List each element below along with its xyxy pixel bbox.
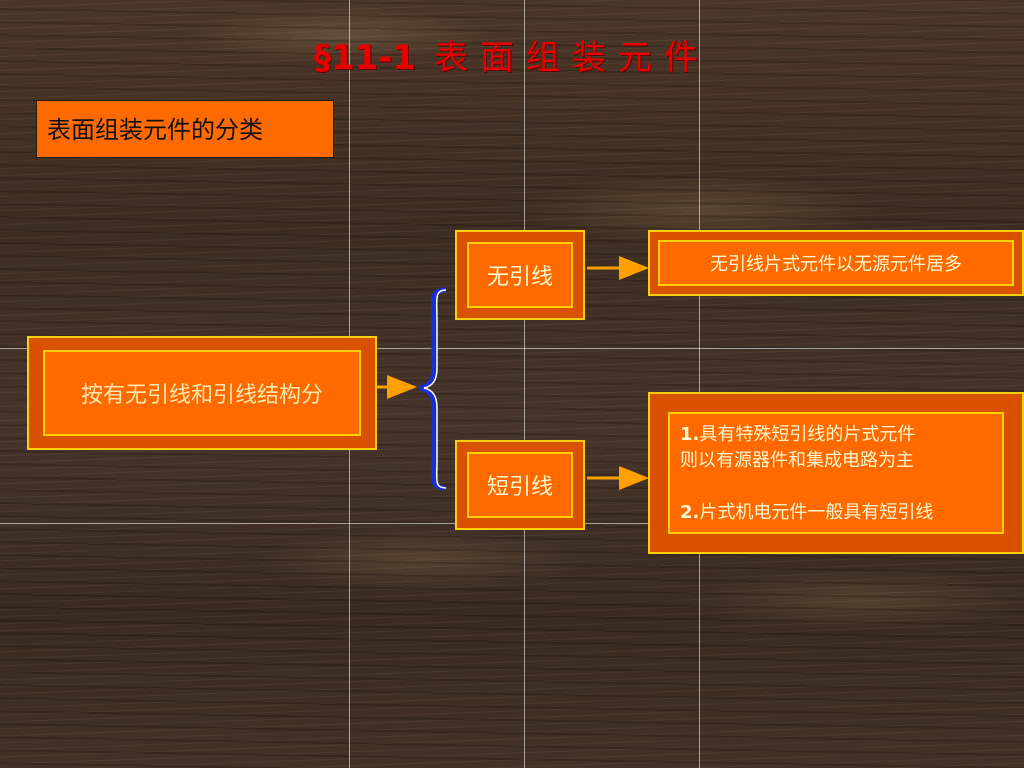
section-title: 表面组装元件 xyxy=(434,38,711,78)
grid-line-horizontal xyxy=(0,348,1024,349)
category-label-box: 表面组装元件的分类 xyxy=(36,100,334,158)
category-label: 表面组装元件的分类 xyxy=(47,116,263,144)
point-2-number: 2. xyxy=(680,502,700,523)
branch-wu-description: 无引线片式元件以无源元件居多 xyxy=(658,240,1014,286)
point-2: 2.片式机电元件一般具有短引线 xyxy=(680,500,992,526)
branch-duan-label: 短引线 xyxy=(467,452,573,518)
point-1-line-2: 则以有源器件和集成电路为主 xyxy=(680,450,914,471)
grid-line-vertical xyxy=(524,0,525,768)
grid-line-vertical xyxy=(699,0,700,768)
point-1-number: 1. xyxy=(680,424,700,445)
point-1: 1.具有特殊短引线的片式元件 xyxy=(680,422,992,448)
branch-wu-description-box: 无引线片式元件以无源元件居多 xyxy=(648,230,1024,296)
branch-wu-box: 无引线 xyxy=(455,230,585,320)
section-number: §11-1 xyxy=(313,38,417,78)
root-node-box: 按有无引线和引线结构分 xyxy=(27,336,377,450)
slide-title: §11-1 表面组装元件 xyxy=(0,30,1024,79)
point-2-line-1: 片式机电元件一般具有短引线 xyxy=(699,502,934,523)
branch-duan-description-box: 1.具有特殊短引线的片式元件 则以有源器件和集成电路为主 2.片式机电元件一般具… xyxy=(648,392,1024,554)
point-1-line-1: 具有特殊短引线的片式元件 xyxy=(699,424,916,445)
branch-wu-label: 无引线 xyxy=(467,242,573,308)
root-node-label: 按有无引线和引线结构分 xyxy=(43,350,361,436)
brace-shape xyxy=(419,287,447,491)
branch-duan-box: 短引线 xyxy=(455,440,585,530)
branch-duan-description: 1.具有特殊短引线的片式元件 则以有源器件和集成电路为主 2.片式机电元件一般具… xyxy=(668,412,1004,534)
